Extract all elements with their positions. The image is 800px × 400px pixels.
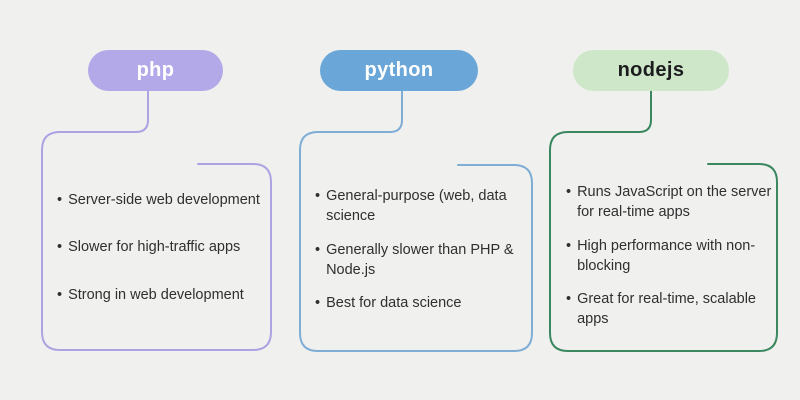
nodejs-item-3: Great for real-time, scalable apps	[577, 291, 756, 328]
bullet-icon: •	[315, 295, 321, 312]
php-item-3: Strong in web development	[68, 286, 244, 303]
nodejs-item-2: High performance with non-blocking	[577, 237, 756, 274]
php-node-label: php	[136, 59, 175, 81]
python-item-3: Best for data science	[326, 295, 462, 312]
list-item: • Runs JavaScript on the server for real…	[566, 182, 774, 223]
list-item: • High performance with non-blocking	[566, 236, 774, 277]
nodejs-node-pill: nodejs	[573, 50, 729, 91]
bullet-icon: •	[315, 188, 321, 204]
python-node-pill: python	[320, 50, 478, 91]
python-feature-box: • General-purpose (web, data science • G…	[315, 186, 527, 313]
nodejs-item-1: Runs JavaScript on the server for real-t…	[577, 184, 772, 221]
list-item: • Generally slower than PHP & Node.js	[315, 240, 527, 281]
nodejs-feature-list: • Runs JavaScript on the server for real…	[566, 182, 774, 330]
bullet-icon: •	[57, 239, 63, 256]
list-item: • Server-side web development	[57, 190, 263, 210]
list-item: • Strong in web development	[57, 285, 263, 305]
php-item-1: Server-side web development	[68, 192, 260, 208]
bullet-icon: •	[57, 286, 63, 303]
list-item: • Slower for high-traffic apps	[57, 237, 263, 257]
php-feature-box: • Server-side web development • Slower f…	[57, 190, 263, 305]
bullet-icon: •	[566, 237, 572, 254]
python-feature-list: • General-purpose (web, data science • G…	[315, 186, 527, 313]
bullet-icon: •	[315, 241, 321, 258]
python-item-1: General-purpose (web, data science	[326, 188, 507, 225]
bullet-icon: •	[566, 291, 572, 308]
php-node-pill: php	[88, 50, 223, 91]
php-feature-list: • Server-side web development • Slower f…	[57, 190, 263, 305]
list-item: • Great for real-time, scalable apps	[566, 289, 774, 330]
bullet-icon: •	[566, 184, 572, 200]
nodejs-node-label: nodejs	[617, 59, 685, 81]
nodejs-branch-outline	[549, 90, 778, 352]
python-item-2: Generally slower than PHP & Node.js	[326, 241, 514, 278]
list-item: • Best for data science	[315, 293, 527, 313]
bullet-icon: •	[57, 192, 63, 208]
php-item-2: Slower for high-traffic apps	[68, 239, 241, 256]
list-item: • General-purpose (web, data science	[315, 186, 527, 227]
php-branch-outline	[41, 90, 272, 351]
python-node-label: python	[364, 59, 434, 81]
nodejs-feature-box: • Runs JavaScript on the server for real…	[566, 182, 774, 330]
python-branch-outline	[299, 90, 533, 352]
